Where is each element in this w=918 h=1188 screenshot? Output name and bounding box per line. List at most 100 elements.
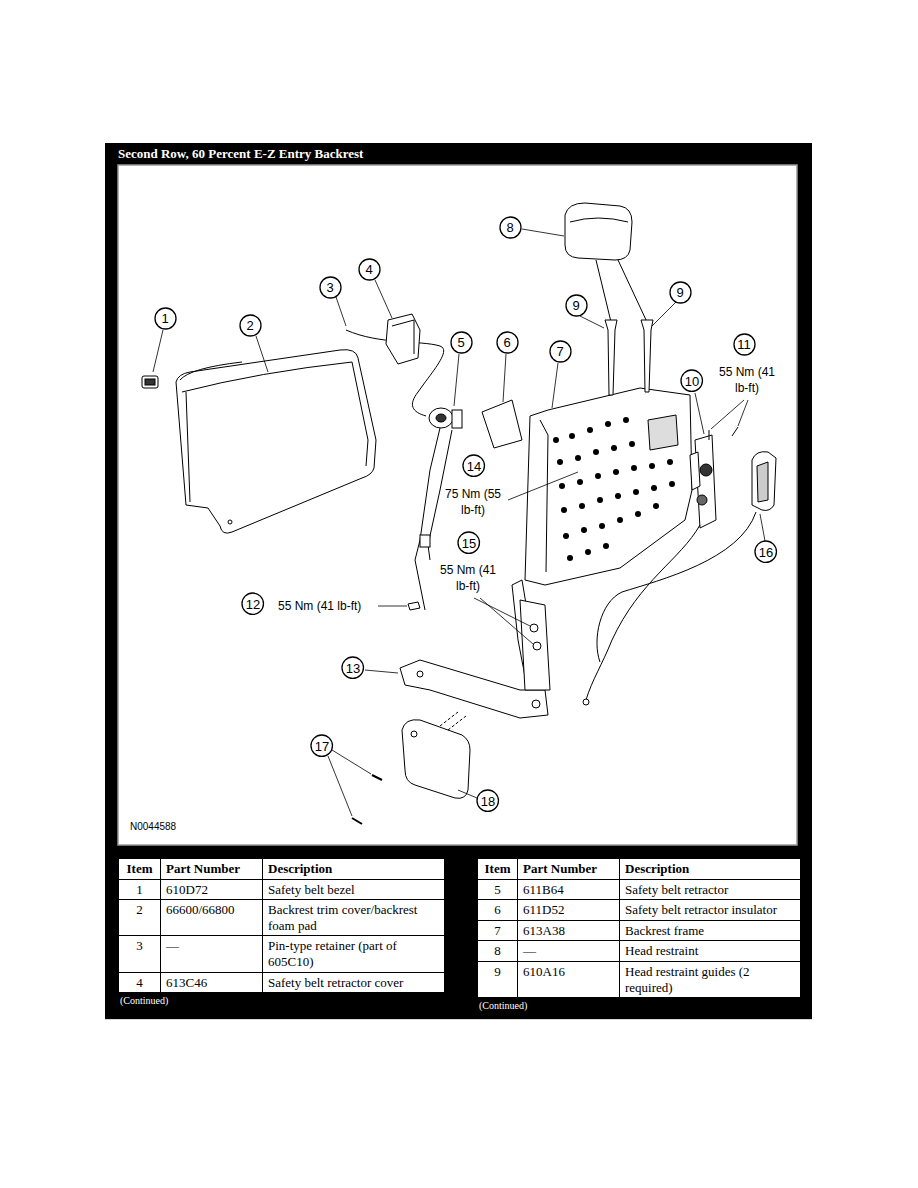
callout-ring <box>755 541 776 562</box>
leader-lines <box>711 400 744 429</box>
torque-spec: 55 Nm (41 lb-ft) <box>278 598 361 614</box>
callout-ring <box>681 370 702 391</box>
leader-lines <box>153 330 163 372</box>
bolt <box>533 642 541 650</box>
belt-retractor <box>415 428 440 610</box>
backrest-cover <box>228 520 232 524</box>
backrest-frame <box>613 469 619 475</box>
torque-spec: 55 Nm (41 lb-ft) <box>434 562 502 594</box>
callout-ring <box>477 790 498 811</box>
backrest-frame <box>623 417 629 423</box>
callout-text: 1 <box>161 312 168 325</box>
backrest-frame <box>525 388 692 585</box>
recliner-latch <box>709 430 710 440</box>
bolt <box>408 602 420 610</box>
callout-ring <box>463 455 484 476</box>
callout-text: 8 <box>506 221 513 234</box>
backrest-frame <box>669 481 675 487</box>
release-handle <box>752 452 776 511</box>
belt-retractor <box>452 410 462 428</box>
backrest-cover <box>180 362 242 380</box>
callout-text: 5 <box>457 336 464 349</box>
leader-lines <box>378 606 407 607</box>
pivot-bracket <box>532 700 540 708</box>
callout-number: 18 <box>476 789 499 812</box>
table-header: Item <box>478 859 518 880</box>
callout-text: 6 <box>503 336 510 349</box>
leader-lines <box>153 229 765 816</box>
leader-lines <box>458 790 477 798</box>
belt-retractor <box>436 414 446 422</box>
release-handle <box>586 525 700 700</box>
leader-lines <box>738 400 748 426</box>
table-header: Part Number <box>518 859 620 880</box>
leader-lines <box>652 302 676 326</box>
backrest-frame <box>595 473 601 479</box>
backrest-frame <box>569 433 575 439</box>
pivot-cover <box>402 712 470 798</box>
table-header: Description <box>263 859 445 880</box>
torque-spec: 55 Nm (41 lb-ft) <box>713 364 781 396</box>
callout-text: 2 <box>246 319 253 332</box>
callout-ring <box>497 332 518 353</box>
backrest-frame <box>567 555 573 561</box>
callout-ring <box>458 532 479 553</box>
belt-bezel <box>142 376 158 388</box>
backrest-frame <box>667 459 673 465</box>
continued-note: (Continued) <box>479 1000 527 1011</box>
table-cell: Head restraint guides (2 required) <box>620 962 801 998</box>
head-restraint <box>618 260 647 322</box>
table-cell: 5 <box>478 880 518 901</box>
backrest-frame <box>553 437 559 443</box>
backrest-frame <box>577 479 583 485</box>
callout-text: 9 <box>572 299 579 312</box>
recliner-latch <box>700 464 712 476</box>
leader-lines <box>508 472 578 500</box>
callout-text: 4 <box>365 263 372 276</box>
backrest-cover <box>352 362 368 466</box>
callout-number: 9 <box>669 281 692 304</box>
belt-bezel <box>142 376 158 388</box>
callout-number: 11 <box>733 333 756 356</box>
table-cell: Backrest frame <box>620 921 801 942</box>
callout-text: 12 <box>246 598 260 611</box>
belt-retractor <box>415 408 462 610</box>
table-cell: 4 <box>119 973 161 994</box>
seat-parts <box>142 203 776 824</box>
callout-number: 8 <box>499 216 522 239</box>
callout-ring <box>311 735 332 756</box>
recliner-latch <box>690 452 700 490</box>
backrest-frame <box>653 503 659 509</box>
table-cell: Head restraint <box>620 941 801 962</box>
backrest-frame <box>559 483 565 489</box>
backrest-frame <box>635 511 641 517</box>
release-handle <box>583 452 776 705</box>
backrest-frame <box>575 455 581 461</box>
leader-lines <box>760 514 765 541</box>
figure-id: N0044588 <box>130 820 176 834</box>
callout-text: 16 <box>759 546 773 559</box>
backrest-frame <box>615 493 621 499</box>
screw <box>372 775 382 780</box>
leader-lines <box>336 297 346 326</box>
table-cell: 8 <box>478 941 518 962</box>
backrest-cover <box>176 350 376 533</box>
screw <box>352 818 362 824</box>
table-cell: 613C46 <box>161 973 263 994</box>
callout-number: 9 <box>565 294 588 317</box>
table-cell: Safety belt retractor cover <box>263 973 445 994</box>
retractor-cover <box>386 314 420 364</box>
callout-text: 15 <box>462 537 476 550</box>
callout-ring <box>240 315 261 336</box>
backrest-frame <box>593 449 599 455</box>
pivot-cover <box>440 712 466 730</box>
table-cell: 9 <box>478 962 518 998</box>
belt-retractor <box>420 535 430 547</box>
retractor-insulator <box>482 400 522 448</box>
backrest-cover <box>186 392 190 502</box>
callout-ring <box>155 308 176 329</box>
backrest-frame <box>611 445 617 451</box>
callout-ring <box>242 593 263 614</box>
leader-lines <box>256 336 268 372</box>
parts-table: ItemPart NumberDescription1610D72Safety … <box>118 858 445 993</box>
